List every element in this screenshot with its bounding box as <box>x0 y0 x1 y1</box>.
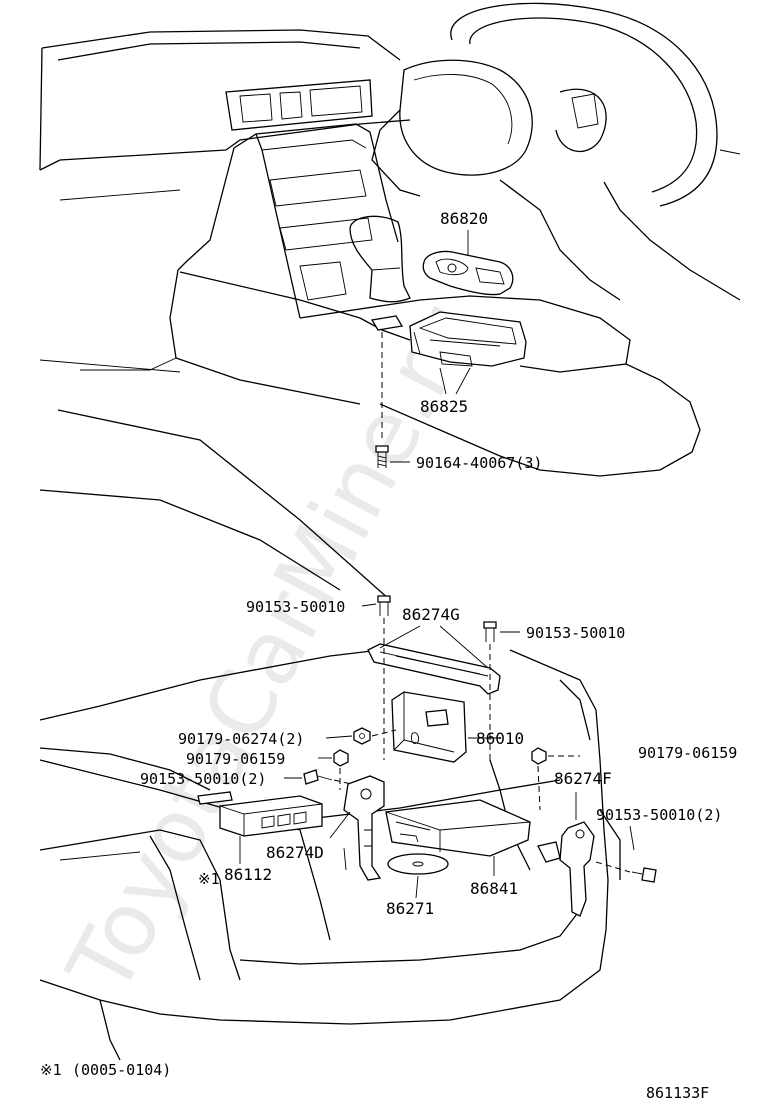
label-86274D: 86274D <box>266 843 324 862</box>
label-86820: 86820 <box>440 209 488 228</box>
part-86274G-bracket <box>367 643 501 695</box>
label-90179-06274: 90179-06274(2) <box>178 730 304 748</box>
screw-90153-2a <box>303 769 333 785</box>
figure-id: 861133F <box>646 1084 709 1102</box>
label-86274F: 86274F <box>554 769 612 788</box>
part-86271-disc <box>387 853 449 875</box>
label-86274G: 86274G <box>402 605 460 624</box>
label-90153-a: 90153-50010 <box>246 598 345 616</box>
label-86271: 86271 <box>386 899 434 918</box>
part-86010-module <box>391 691 467 763</box>
part-86274D-bracket <box>343 775 385 881</box>
label-86112-mark: ※1 <box>198 870 220 888</box>
footnote-mark: ※1 <box>40 1061 62 1079</box>
label-90153-b: 90153-50010 <box>526 624 625 642</box>
trunk-illustration <box>39 409 621 1061</box>
screw-90153-2b <box>631 867 657 883</box>
part-86825-bezel <box>370 311 527 367</box>
nut-90179-06159-a <box>333 749 349 767</box>
part-86841-changer <box>385 799 531 857</box>
screw-90153-a <box>377 595 391 616</box>
label-90179-06159-a: 90179-06159 <box>186 750 285 768</box>
footnote-range: (0005-0104) <box>72 1061 171 1079</box>
screw-90153-b <box>483 621 497 642</box>
screw-90164 <box>375 445 389 468</box>
part-86274F-bracket <box>537 821 595 917</box>
nut-90179-06274 <box>353 727 371 745</box>
label-86825: 86825 <box>420 397 468 416</box>
label-90179-06159-b: 90179-06159 <box>638 744 737 762</box>
label-90153-2b: 90153-50010(2) <box>596 806 722 824</box>
part-86112-unit <box>197 791 323 837</box>
label-90153-2a: 90153-50010(2) <box>140 770 266 788</box>
label-86010: 86010 <box>476 729 524 748</box>
dashboard-illustration <box>39 2 741 477</box>
label-86841: 86841 <box>470 879 518 898</box>
nut-90179-06159-b <box>531 747 547 765</box>
label-90164: 90164-40067(3) <box>416 454 542 472</box>
part-86820-switch <box>422 250 514 296</box>
label-86112: 86112 <box>224 865 272 884</box>
